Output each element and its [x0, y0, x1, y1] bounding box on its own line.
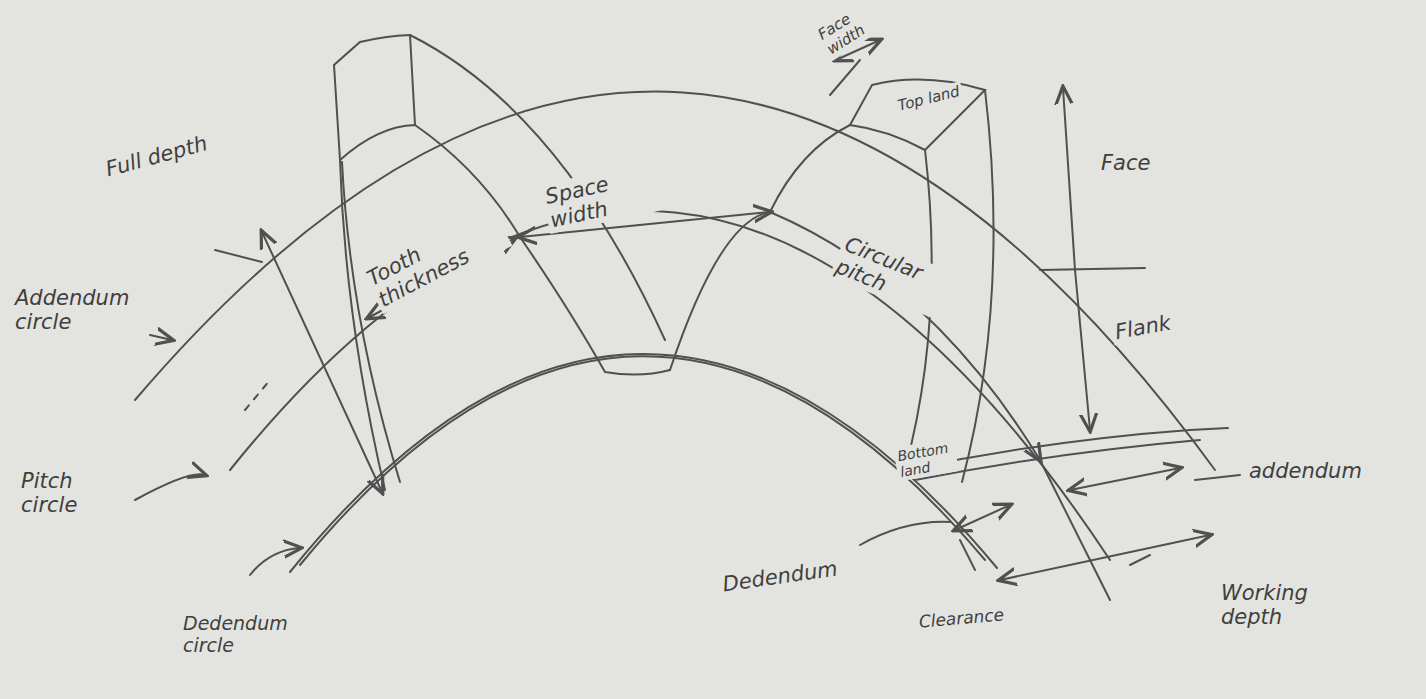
part-label: Addendum circle — [12, 285, 138, 335]
part-label: Top land — [893, 81, 965, 116]
part-label: Clearance — [915, 604, 1008, 633]
part-label: Flank — [1110, 309, 1176, 346]
part-label: Tooth thickness — [360, 201, 513, 314]
part-label: Circular pitch — [829, 230, 951, 318]
part-label: Full depth — [100, 130, 213, 184]
part-label: Pitch circle — [18, 468, 119, 518]
part-label: Face width — [812, 0, 896, 61]
part-label: Space width — [540, 160, 669, 234]
part-label: Bottom land — [893, 437, 959, 481]
part-label: Dedendum — [718, 555, 842, 598]
part-label: addendum — [1246, 458, 1365, 484]
part-label: Face — [1098, 150, 1153, 176]
part-label: Dedendum circle — [180, 612, 296, 658]
part-label: Working depth — [1218, 580, 1374, 630]
